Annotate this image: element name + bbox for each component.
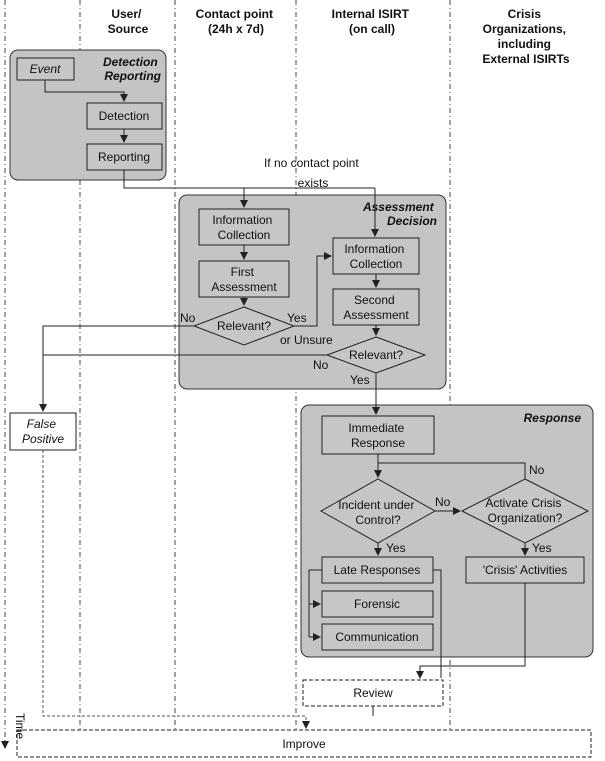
detection-label: Detection — [99, 109, 150, 123]
group-title-response: Response — [524, 411, 582, 425]
false-positive-label: False Positive — [22, 417, 64, 446]
connectors — [39, 80, 529, 729]
group-title-assessment: Assessment Decision — [362, 200, 437, 228]
lane-header-crisis-orgs: Crisis Organizations, including External… — [482, 7, 569, 66]
incident-control-label: Incident under Control? — [338, 498, 417, 527]
edge-label-yes-4: Yes — [532, 541, 552, 555]
relevant-1-diamond — [192, 306, 296, 346]
reporting-label: Reporting — [98, 150, 150, 164]
edge-label-yes-2: Yes — [350, 373, 370, 387]
forensic-label: Forensic — [354, 597, 400, 611]
edge-label-no-3: No — [529, 463, 545, 477]
edge-label-no-2: No — [313, 358, 329, 372]
immediate-response-label: Immediate Response — [348, 421, 407, 450]
edge-label-no-4: No — [435, 495, 451, 509]
relevant-2-label: Relevant? — [349, 348, 403, 362]
second-assessment-box — [332, 288, 420, 326]
relevant-1-label: Relevant? — [217, 319, 271, 333]
info-collection-1-box — [198, 208, 290, 246]
no-contact-point-label: If no contact point exists — [264, 156, 362, 190]
forensic-box — [321, 590, 434, 618]
lane-header-user-source: User/ Source — [108, 7, 149, 36]
time-axis-label: Time — [13, 713, 27, 740]
edge-label-yes-unsure: Yes or Unsure — [280, 311, 333, 347]
first-assessment-label: First Assessment — [211, 265, 277, 294]
lane-header-contact-point: Contact point (24h x 7d) — [196, 7, 277, 36]
crisis-activities-box — [465, 556, 585, 584]
late-responses-label: Late Responses — [334, 563, 421, 577]
activate-crisis-label: Activate Crisis Organization? — [485, 496, 564, 525]
second-assessment-label: Second Assessment — [343, 293, 409, 322]
info-collection-2-label: Information Collection — [344, 242, 407, 271]
info-collection-1-label: Information Collection — [212, 213, 275, 242]
review-box — [302, 679, 444, 707]
lane-header-internal-isirt: Internal ISIRT (on call) — [332, 7, 413, 36]
late-responses-box — [321, 556, 434, 584]
edge-label-yes-3: Yes — [386, 541, 406, 555]
review-label: Review — [353, 686, 393, 700]
communication-label: Communication — [335, 630, 418, 644]
false-positive-box — [9, 412, 77, 451]
crisis-activities-label: 'Crisis' Activities — [483, 563, 568, 577]
improve-box — [16, 729, 592, 758]
communication-box — [321, 623, 434, 651]
group-title-detection: Detection Reporting — [103, 55, 162, 83]
reporting-box — [86, 143, 163, 171]
improve-label: Improve — [282, 737, 326, 751]
immediate-response-box — [321, 415, 435, 455]
event-label: Event — [30, 62, 61, 76]
detection-box — [86, 102, 163, 130]
edge-label-no-1: No — [180, 311, 196, 325]
